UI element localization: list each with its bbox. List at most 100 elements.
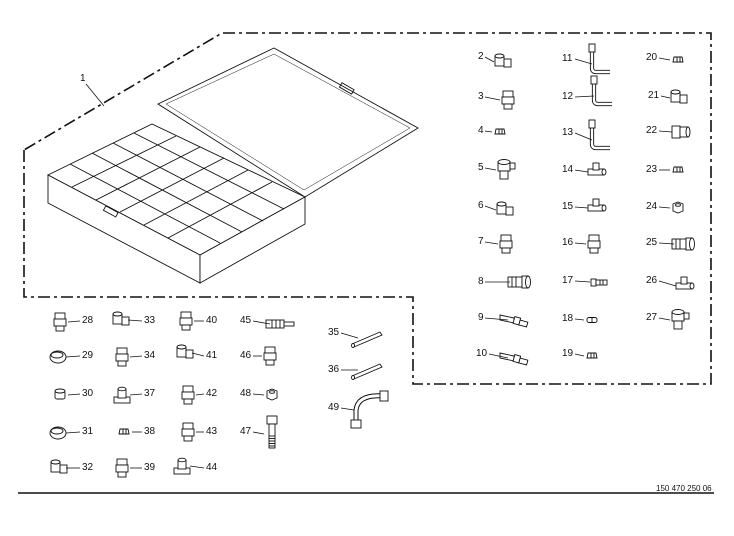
part-number-label: 5 — [478, 162, 484, 173]
leader-line — [191, 352, 205, 357]
bracket-fitting-icon — [173, 457, 191, 475]
leader-line — [658, 57, 671, 61]
kit-boundary — [23, 32, 712, 385]
leader-line — [65, 355, 81, 358]
part-number-label: 43 — [206, 426, 218, 437]
part-number-label: 49 — [328, 402, 340, 413]
assembly-leader — [85, 83, 105, 107]
leader-line — [574, 242, 587, 245]
tee-fitting-icon — [587, 198, 607, 212]
leader-line — [574, 353, 585, 357]
leader-line — [574, 132, 593, 141]
part-number-label: 35 — [328, 327, 340, 338]
hose-coupler-icon — [507, 275, 531, 289]
part-number-label: 16 — [562, 237, 574, 248]
tee-fitting-icon — [675, 276, 695, 290]
part-number-label: 22 — [646, 125, 658, 136]
leader-line — [340, 407, 355, 411]
hex-nut-icon — [672, 201, 684, 214]
leader-line — [129, 393, 143, 396]
elbow-fitting-icon — [494, 53, 512, 68]
leader-line — [574, 169, 589, 173]
small-nut-icon — [118, 428, 130, 435]
part-number-label: 4 — [478, 125, 484, 136]
part-number-label: 34 — [144, 350, 156, 361]
part-number-label: 10 — [476, 348, 488, 359]
leader-line — [658, 130, 673, 133]
leader-line — [484, 56, 495, 63]
document-number: 150 470 250 06 — [656, 484, 712, 493]
straight-union-icon — [179, 311, 193, 331]
hose-nipple-icon — [499, 314, 529, 328]
part-number-label: 47 — [240, 426, 252, 437]
part-number-label: 31 — [82, 426, 94, 437]
leader-line — [658, 280, 677, 287]
leader-line — [252, 431, 265, 435]
elbow-fitting-icon — [496, 201, 514, 216]
part-number-label: 14 — [562, 164, 574, 175]
small-nut-icon — [586, 352, 598, 359]
leader-line — [574, 95, 595, 98]
small-nut-icon — [494, 128, 506, 135]
bent-tube-icon — [588, 119, 610, 151]
straight-union-icon — [115, 458, 129, 478]
cap-icon — [49, 426, 67, 440]
straight-union-icon — [499, 234, 513, 254]
elbow-fitting-icon — [50, 459, 68, 474]
part-number-label: 29 — [82, 350, 94, 361]
valve-icon — [265, 319, 295, 329]
leader-line — [484, 317, 509, 321]
part-number-label: 48 — [240, 388, 252, 399]
leader-line — [484, 241, 499, 245]
straight-union-icon — [115, 347, 129, 367]
leader-line — [658, 206, 671, 209]
leader-line — [574, 318, 585, 321]
leader-line — [574, 280, 591, 283]
small-nut-icon — [672, 56, 684, 63]
part-number-label: 6 — [478, 200, 484, 211]
part-number-label: 17 — [562, 275, 574, 286]
part-number-label: 38 — [144, 426, 156, 437]
straight-union-icon — [53, 312, 67, 332]
part-number-label: 24 — [646, 201, 658, 212]
leader-line — [488, 353, 509, 359]
part-number-label: 26 — [646, 275, 658, 286]
part-number-label: 44 — [206, 462, 218, 473]
part-number-label: 15 — [562, 201, 574, 212]
elbow-fitting-icon — [176, 344, 194, 359]
part-number-label: 2 — [478, 51, 484, 62]
part-number-label: 41 — [206, 350, 218, 361]
swivel-elbow-icon — [497, 159, 516, 180]
tee-fitting-icon — [587, 162, 607, 176]
part-number-label: 8 — [478, 276, 484, 287]
leader-line — [65, 431, 81, 434]
bent-tube-icon — [590, 75, 612, 107]
hex-nut-icon — [266, 388, 278, 401]
leader-line — [658, 242, 675, 245]
leader-line — [484, 96, 501, 101]
part-number-label: 40 — [206, 315, 218, 326]
sleeve-icon — [586, 317, 598, 323]
part-number-label: 13 — [562, 127, 574, 138]
part-number-label: 32 — [82, 462, 94, 473]
assembly-label: 1 — [80, 73, 86, 84]
rod-icon — [351, 331, 383, 348]
cap-icon — [49, 350, 67, 364]
part-number-label: 11 — [562, 53, 573, 64]
part-leaders — [65, 56, 677, 469]
leader-line — [484, 130, 493, 133]
leader-line — [195, 393, 205, 396]
coupler-icon — [671, 125, 691, 139]
leader-line — [67, 393, 81, 396]
part-icons — [49, 43, 695, 478]
straight-union-icon — [181, 422, 195, 442]
leader-line — [484, 205, 497, 211]
rod-icon — [351, 363, 383, 380]
leader-line — [574, 58, 593, 65]
leader-line — [67, 320, 81, 323]
part-number-label: 19 — [562, 348, 574, 359]
leader-line — [484, 167, 497, 171]
leader-line — [658, 317, 671, 321]
leader-line — [129, 355, 143, 358]
